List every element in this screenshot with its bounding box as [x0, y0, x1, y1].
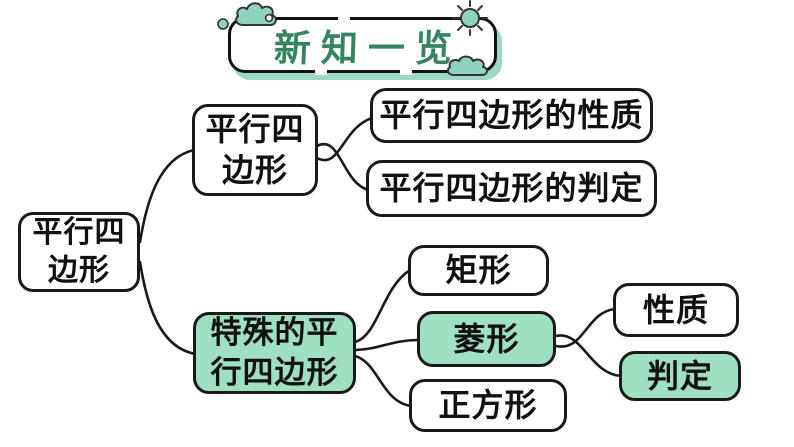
- banner-border-gap: [400, 69, 412, 75]
- connector-special-to-square: [353, 354, 413, 408]
- node-parallelogram: 平行四 边形: [192, 104, 318, 196]
- connector-rhombus-to-properties: [554, 307, 617, 348]
- node-label: 平行四边形的判定: [379, 170, 644, 207]
- connector-special-to-rectangle: [353, 268, 412, 344]
- node-label: 平行四 边形: [205, 111, 305, 188]
- connector-special-to-rhombus: [354, 338, 421, 352]
- cloud-icon: [446, 55, 488, 76]
- node-rhombus-judgment: 判定: [619, 351, 741, 401]
- node-label: 平行四 边形: [32, 215, 126, 287]
- node-label: 菱形: [453, 320, 520, 357]
- node-square: 正方形: [409, 379, 567, 432]
- node-rhombus: 菱形: [417, 311, 556, 367]
- node-label: 矩形: [445, 252, 512, 289]
- node-parallelogram-properties: 平行四边形的性质: [370, 88, 653, 143]
- connector-parallelogram-to-judgment: [315, 142, 370, 192]
- connector-parallelogram-to-properties: [315, 116, 374, 162]
- page-title: 新知一览: [272, 28, 463, 69]
- dot-icon: [264, 13, 274, 23]
- node-label: 正方形: [438, 387, 538, 424]
- node-label: 性质: [642, 291, 709, 328]
- node-parallelogram-root: 平行四 边形: [18, 212, 140, 292]
- sun-icon: [452, 0, 488, 36]
- banner-border-gap: [315, 69, 327, 75]
- node-special-parallelogram: 特殊的平 行四边形: [193, 312, 356, 394]
- node-label: 特殊的平 行四边形: [210, 315, 339, 390]
- connector-root-to-parallelogram: [138, 148, 196, 244]
- node-label: 平行四边形的性质: [379, 97, 644, 134]
- node-rectangle: 矩形: [408, 245, 549, 296]
- connector-root-to-special: [138, 260, 198, 356]
- node-rhombus-properties: 性质: [613, 283, 739, 337]
- node-parallelogram-judgment: 平行四边形的判定: [366, 160, 657, 217]
- connector-rhombus-to-judgment: [554, 334, 623, 378]
- dot-icon: [217, 18, 229, 30]
- banner-border-gap: [338, 15, 350, 21]
- node-label: 判定: [646, 357, 713, 394]
